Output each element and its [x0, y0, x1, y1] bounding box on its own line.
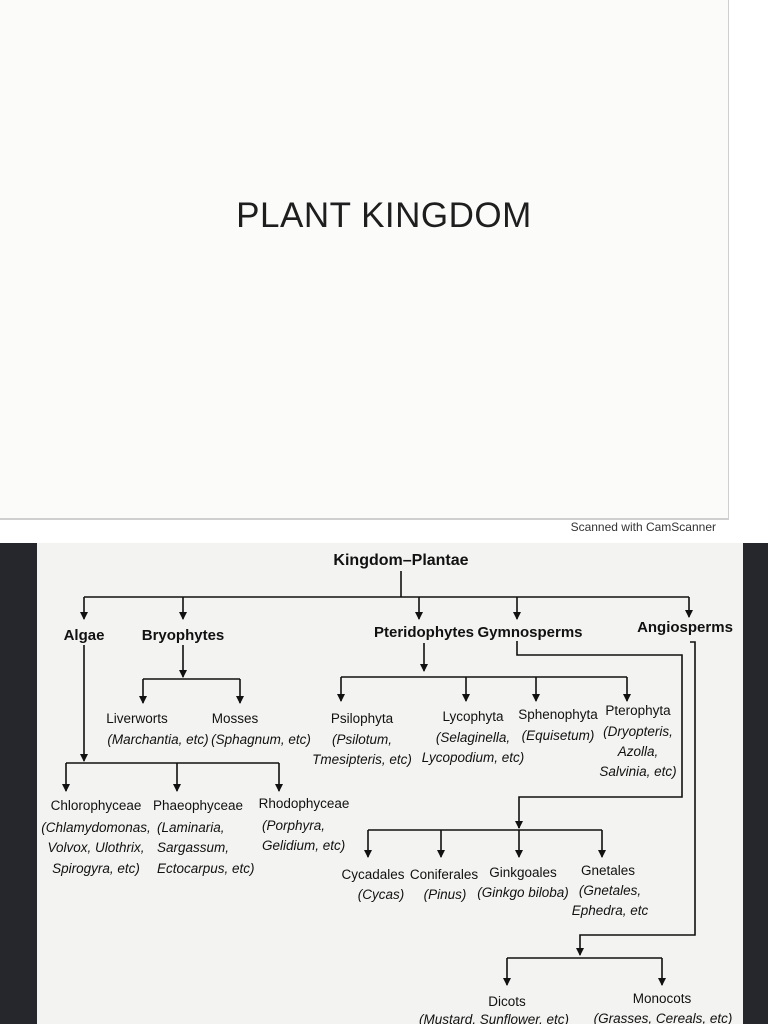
cycadales-example: (Cycas) — [358, 887, 405, 902]
phaeophyceae-example-line2: Sargassum, — [157, 840, 229, 855]
angiosperms-label: Angiosperms — [637, 619, 733, 636]
gnetales-label: Gnetales — [581, 863, 635, 878]
sphenophyta-label: Sphenophyta — [518, 707, 598, 722]
psilophyta-example-line2: Tmesipteris, etc) — [312, 752, 412, 767]
psilophyta-example-line1: (Psilotum, — [332, 732, 392, 747]
liverworts-label: Liverworts — [106, 711, 168, 726]
mosses-label: Mosses — [212, 711, 259, 726]
ginkgoales-label: Ginkgoales — [489, 865, 557, 880]
phaeophyceae-example-line3: Ectocarpus, etc) — [157, 861, 255, 876]
algae-label: Algae — [64, 627, 105, 644]
diagram-photo: Kingdom–Plantae Algae Bryophytes Pterido… — [0, 543, 768, 1024]
page-title: PLANT KINGDOM — [236, 196, 532, 235]
sphenophyta-example-line1: (Equisetum) — [522, 728, 595, 743]
ginkgoales-example: (Ginkgo biloba) — [477, 885, 569, 900]
pterophyta-example-line2: Azolla, — [617, 744, 659, 759]
dicots-example: (Mustard, Sunflower, etc) — [419, 1012, 569, 1024]
liverworts-example: (Marchantia, etc) — [107, 732, 208, 747]
coniferales-example: (Pinus) — [424, 887, 467, 902]
lycophyta-label: Lycophyta — [442, 709, 504, 724]
phaeophyceae-label: Phaeophyceae — [153, 798, 243, 813]
tree-connectors — [62, 571, 696, 986]
monocots-example: (Grasses, Cereals, etc) — [594, 1011, 733, 1024]
rhodophyceae-example-line2: Gelidium, etc) — [262, 838, 345, 853]
diagram-paper — [37, 543, 743, 1024]
chlorophyceae-example-line2: Volvox, Ulothrix, — [47, 840, 144, 855]
chlorophyceae-example-line1: (Chlamydomonas, — [41, 820, 151, 835]
scanned-cover-page: PLANT KINGDOM Scanned with CamScanner — [0, 0, 729, 534]
rhodophyceae-example-line1: (Porphyra, — [262, 818, 325, 833]
pteridophytes-label: Pteridophytes — [374, 624, 474, 641]
pterophyta-label: Pterophyta — [605, 703, 671, 718]
bryophytes-label: Bryophytes — [142, 627, 225, 644]
cycadales-label: Cycadales — [341, 867, 404, 882]
gnetales-example-line2: Ephedra, etc — [572, 903, 649, 918]
gnetales-example-line1: (Gnetales, — [579, 883, 641, 898]
pterophyta-example-line3: Salvinia, etc) — [599, 764, 676, 779]
monocots-label: Monocots — [633, 991, 692, 1006]
rhodophyceae-label: Rhodophyceae — [259, 796, 350, 811]
dicots-label: Dicots — [488, 994, 526, 1009]
mosses-example: (Sphagnum, etc) — [211, 732, 311, 747]
gymnosperms-label: Gymnosperms — [477, 624, 582, 641]
lycophyta-example-line2: Lycopodium, etc) — [422, 750, 525, 765]
scanner-watermark: Scanned with CamScanner — [570, 520, 716, 534]
chlorophyceae-example-line3: Spirogyra, etc) — [52, 861, 140, 876]
psilophyta-label: Psilophyta — [331, 711, 394, 726]
chlorophyceae-label: Chlorophyceae — [51, 798, 142, 813]
kingdom-root-label: Kingdom–Plantae — [333, 552, 468, 569]
pterophyta-example-line1: (Dryopteris, — [603, 724, 673, 739]
phaeophyceae-example-line1: (Laminaria, — [157, 820, 225, 835]
classification-tree: Kingdom–Plantae Algae Bryophytes Pterido… — [41, 552, 733, 1024]
lycophyta-example-line1: (Selaginella, — [436, 730, 510, 745]
coniferales-label: Coniferales — [410, 867, 479, 882]
cover-sheet — [0, 0, 729, 520]
